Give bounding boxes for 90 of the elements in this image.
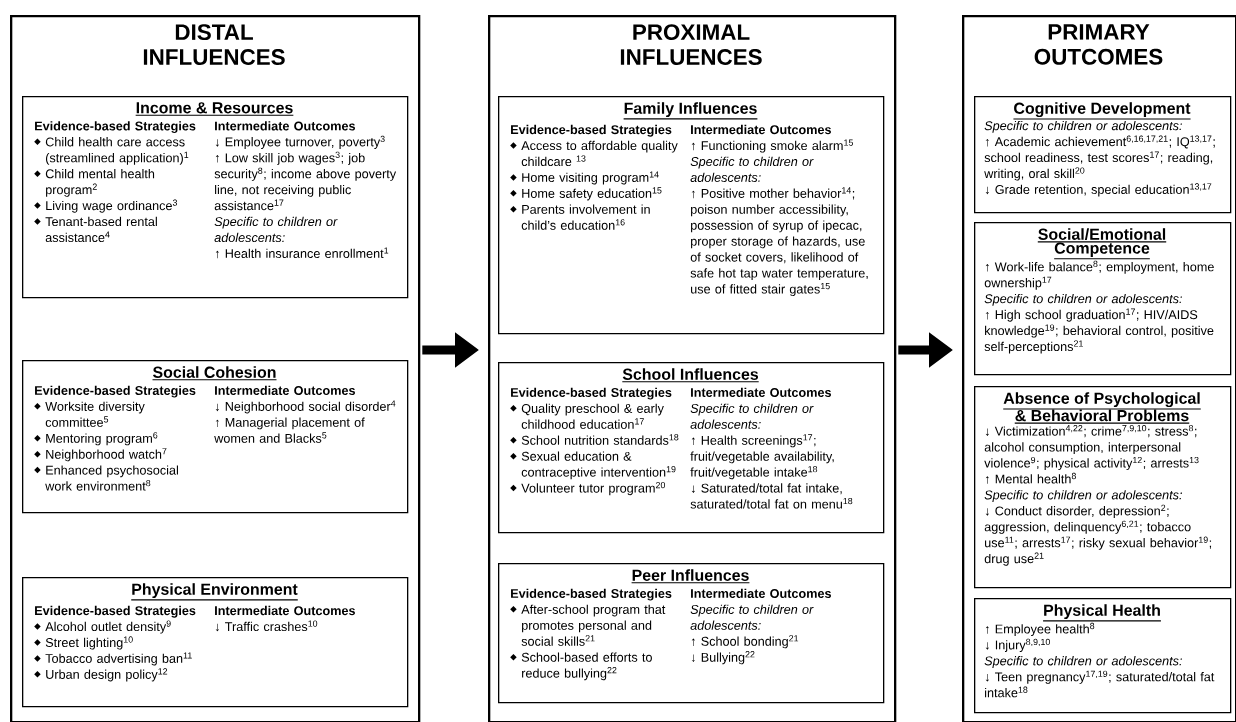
bullet-item: Home safety education$^{15}$ (510, 187, 662, 201)
outcome-text: ↓ Traffic crashes$^{10}$ (215, 620, 318, 632)
section-box (22, 577, 409, 708)
section-heading: Social/Emotional Competence (1037, 228, 1167, 260)
column-heading: DISTAL INFLUENCES (143, 24, 285, 65)
bullet-item: Street lighting$^{10}$ (34, 636, 133, 650)
outcome-text: ↑ Academic achievement$^{6,16,17,21}$; IQ$^{13,17}$; school readiness, test scores$^{17}$; reading, writing, oral skill$^{20}$ (984, 135, 1215, 181)
section-box (974, 96, 1232, 214)
bullet-item: Home visiting program$^{14}$ (510, 171, 659, 185)
note: Specific to children or adolescents: (690, 156, 814, 182)
section-heading: Peer Influences (631, 569, 750, 584)
bullet-item: Neighborhood watch$^{7}$ (34, 448, 167, 462)
bullet-item: Tenant-based rental assistance$^{4}$ (34, 216, 157, 243)
outcome-text: ↑ Health insurance enrollment$^{1}$ (215, 247, 389, 259)
column-label: Intermediate Outcomes (215, 385, 355, 395)
bullet-item: Volunteer tutor program$^{20}$ (510, 482, 666, 496)
bullet-item: Quality preschool & early childhood education$^{17}$ (510, 403, 664, 429)
outcome-text: ↑ Health screenings$^{17}$; fruit/vegetable availability, fruit/vegetable intake$^{18}$ (690, 434, 834, 480)
bullet-item: Parents involvement in child’s education$^{16}$ (510, 204, 650, 230)
section-box (974, 386, 1232, 589)
outcome-text: ↑ School bonding$^{21}$ (691, 635, 799, 649)
outcome-text: ↑ Managerial placement of women and Blacks$^{5}$ (214, 417, 365, 443)
section-heading: Income & Resources (135, 102, 294, 116)
bullet-item: Tobacco advertising ban$^{11}$ (34, 652, 192, 666)
column-label: Intermediate Outcomes (691, 124, 831, 135)
column-label: Evidence-based Strategies (511, 588, 672, 601)
outcome-text: ↓ Conduct disorder, depression$^{2}$; aggression, delinquency$^{6,21}$; tobacco use$^{11}$; arrests$^{17}$; risky sexual behavior$^{19}$; drug use$^{21}$ (984, 504, 1212, 566)
section-heading: Physical Health (1042, 604, 1162, 622)
note: Specific to children or adolescents: (690, 604, 814, 630)
note: Specific to children or adolescents: (690, 403, 814, 429)
outcome-text: ↓ Bullying$^{22}$ (691, 651, 755, 665)
outcome-text: ↓ Saturated/total fat intake, saturated/total fat on menu$^{18}$ (690, 483, 853, 509)
outcome-text: ↓ Employee turnover, poverty$^{3}$ (215, 135, 385, 149)
section-box (22, 360, 409, 514)
bullet-item: Mentoring program$^{6}$ (34, 432, 158, 446)
bullet-item: School nutrition standards$^{18}$ (510, 434, 679, 445)
bullet-item: Child health care access (streamlined application)$^{1}$ (34, 137, 189, 165)
outcome-text: ↓ Injury$^{8,9,10}$ (985, 638, 1050, 652)
section-heading: Social Cohesion (151, 366, 278, 381)
section-box (498, 362, 885, 534)
column-label: Evidence-based Strategies (511, 387, 672, 400)
column-label: Evidence-based Strategies (35, 385, 196, 398)
outcome-text: ↑ Positive mother behavior$^{14}$; poison number accessibility, possession of syrup of ipecac, proper storage of hazards, use of socket covers, likelihood of safe hot tap water temperature, use of fitted stair gates$^{15}$ (690, 187, 868, 297)
outcome-text: ↓ Neighborhood social disorder$^{4}$ (215, 400, 396, 414)
outcome-text: ↓ Grade retention, special education$^{13,17}$ (985, 183, 1212, 197)
section-box (498, 563, 885, 704)
column-heading: PROXIMAL INFLUENCES (620, 24, 762, 65)
section-box (22, 96, 409, 299)
section-heading: Physical Environment (130, 583, 299, 601)
column-label: Evidence-based Strategies (35, 605, 196, 618)
bullet-item: Living wage ordinance$^{3}$ (34, 199, 178, 213)
note: Specific to children or adolescents: (214, 216, 338, 243)
bullet-item: Alcohol outlet density$^{9}$ (34, 620, 171, 634)
outcome-text: ↓ Victimization$^{4,22}$; crime$^{7,9,10}$; stress$^{8}$; alcohol consumption, interpersonal violence$^{9}$; physical activity$^{12}$; arrests$^{13}$ (984, 425, 1199, 471)
column-label: Evidence-based Strategies (35, 121, 196, 134)
bullet-item: Worksite diversity committee$^{5}$ (34, 401, 145, 427)
section-heading: Family Influences (623, 102, 758, 120)
bullet-item: Child mental health program$^{2}$ (34, 169, 155, 197)
note: Specific to children or adolescents: (984, 656, 1182, 668)
section-heading: School Influences (621, 368, 760, 383)
column-label: Intermediate Outcomes (691, 387, 831, 397)
section-heading: Absence of Psychological & Behavioral Problems (1002, 392, 1202, 424)
column-box (488, 15, 897, 722)
section-heading: Cognitive Development (1012, 102, 1192, 120)
outcome-text: ↑ Mental health$^{8}$ (985, 472, 1076, 484)
column-label: Intermediate Outcomes (215, 121, 355, 131)
outcome-text: ↑ Functioning smoke alarm$^{15}$ (691, 139, 853, 153)
bullet-item: Enhanced psychosocial work environment$^{8}$ (34, 465, 178, 491)
outcome-text: ↑ Low skill job wages$^{3}$; job security$^{8}$; income above poverty line, not receiving public assistance$^{17}$ (214, 151, 397, 211)
bullet-item: Sexual education & contraceptive intervention$^{19}$ (510, 451, 676, 480)
bullet-item: After-school program that promotes personal and social skills$^{21}$ (510, 604, 666, 646)
bullet-item: School-based efforts to reduce bullying$^{22}$ (510, 652, 652, 681)
outcome-text: ↑ Employee health$^{8}$ (985, 622, 1095, 636)
section-box (974, 222, 1232, 376)
column-label: Intermediate Outcomes (215, 605, 355, 616)
outcome-text: ↓ Teen pregnancy$^{17,19}$; saturated/total fat intake$^{18}$ (985, 670, 1215, 698)
note: Specific to children or adolescents: (984, 120, 1182, 133)
outcome-text: ↑ Work-life balance$^{8}$; employment, home ownership$^{17}$ (984, 260, 1214, 290)
bullet-item: Access to affordable quality childcare $^{13}$ (510, 140, 678, 167)
column-heading: PRIMARY OUTCOMES (1034, 24, 1163, 65)
column-label: Evidence-based Strategies (511, 124, 672, 137)
outcome-text: ↑ High school graduation$^{17}$; HIV/AIDS knowledge$^{19}$; behavioral control, positive self-perceptions$^{21}$ (984, 308, 1214, 354)
section-box (498, 96, 885, 335)
bullet-item: Urban design policy$^{12}$ (34, 668, 168, 682)
column-label: Intermediate Outcomes (691, 588, 831, 598)
column-box (962, 15, 1236, 722)
note: Specific to children or adolescents: (984, 490, 1182, 502)
column-box (10, 15, 421, 722)
note: Specific to children or adolescents: (984, 293, 1182, 306)
section-box (974, 598, 1232, 714)
